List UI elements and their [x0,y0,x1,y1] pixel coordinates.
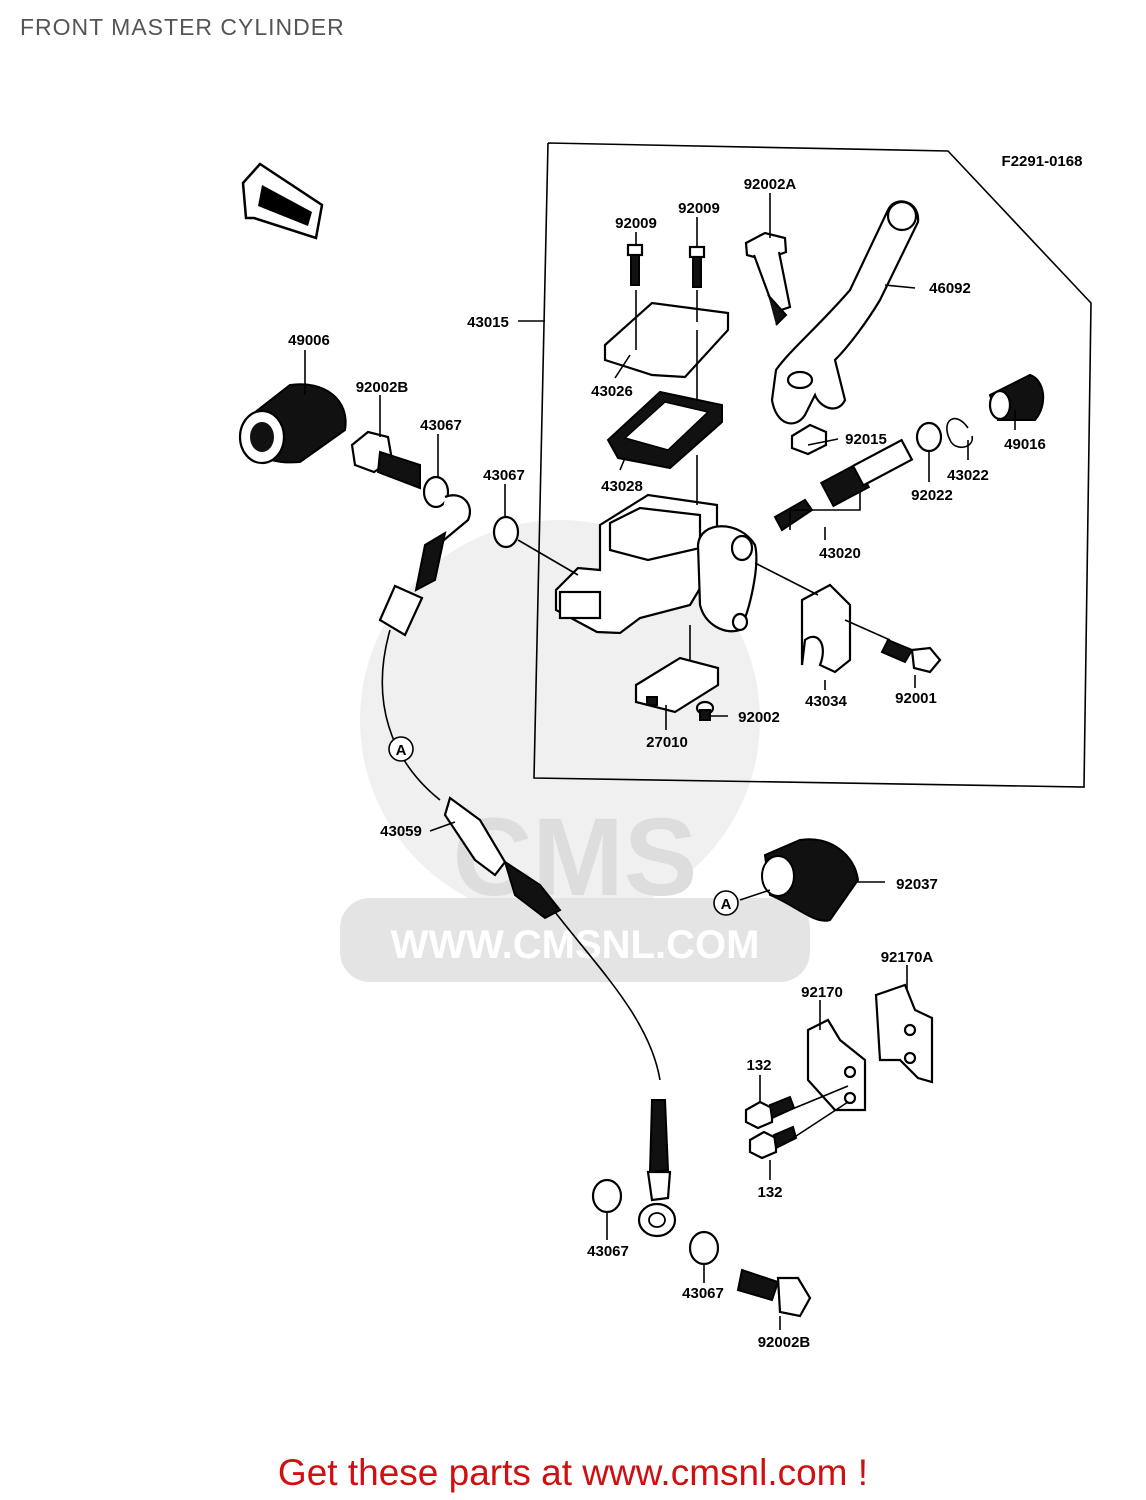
diaphragm [606,390,723,470]
callout-label: 43034 [805,693,847,710]
brake-light-switch [634,656,720,714]
parts-diagram: CMS WWW.CMSNL.COM [238,142,1092,1351]
callout-label: 49006 [288,332,330,349]
callout-label: 43020 [819,545,861,562]
callout-label: 92002B [356,379,409,396]
handlebar-clamp [800,583,852,674]
callout-label: 43059 [380,823,422,840]
callout-label: 43067 [587,1243,629,1260]
hose-clamp-92170A [874,983,934,1084]
callout-label: 132 [746,1057,771,1074]
callout-label: 92170 [801,984,843,1001]
banjo-bolt-bottom [736,1268,812,1318]
banjo-cover [238,383,347,465]
bolt-132-a [744,1095,796,1130]
washer-43067-a [422,475,450,509]
callout-label: 92009 [678,200,720,217]
callout-label: 92015 [845,431,887,448]
callout-label: 43067 [420,417,462,434]
callout-label: 92002B [758,1334,811,1351]
dust-boot [988,373,1045,421]
master-cylinder-body [554,493,758,635]
callout-label: 46092 [929,280,971,297]
callout-label: 43067 [682,1285,724,1302]
washer-43067-d [688,1230,720,1266]
callout-label: 92170A [881,949,934,966]
circlip [946,417,973,448]
callout-label: 92002A [744,176,797,193]
callout-label: 43026 [591,383,633,400]
connector-marker-text: A [721,896,732,913]
hose-guide [761,838,860,922]
washer-43067-b [492,515,520,549]
connector-marker-a-upper: A [388,736,414,762]
piston-assembly [773,438,914,532]
callout-label: 92001 [895,690,937,707]
callout-label: 43067 [483,467,525,484]
callout-label: 92009 [615,215,657,232]
callout-label: 92022 [911,487,953,504]
watermark-url: WWW.CMSNL.COM [391,923,760,967]
callout-label: 27010 [646,734,688,751]
connector-marker-a-lower: A [713,890,739,916]
callout-label: 92002 [738,709,780,726]
pivot-nut [790,423,828,456]
switch-screw [695,700,715,721]
callout-label: 43022 [947,467,989,484]
banjo-bolt-top [350,430,421,490]
diagram-code: F2291-0168 [1002,153,1083,170]
clamp-bolt [880,638,942,674]
callout-label: 43015 [467,314,509,331]
page-title: FRONT MASTER CYLINDER [20,14,345,40]
callout-label: 43028 [601,478,643,495]
cap-screws [626,243,706,288]
bolt-132-b [748,1125,798,1160]
washer-92022 [915,421,943,453]
assembly-boundary [533,142,1092,788]
footer-link[interactable]: Get these parts at www.cmsnl.com ! [277,1452,869,1493]
callout-label: 49016 [1004,436,1046,453]
front-arrow-icon [241,162,324,240]
callout-label: 132 [757,1184,782,1201]
pivot-bolt [744,231,792,326]
brake-hose [378,494,677,1238]
leader-lines [304,193,1016,1330]
washer-43067-c [591,1178,623,1214]
hose-clamp-92170 [806,1018,867,1112]
connector-marker-text: A [396,742,407,759]
callout-label: 92037 [896,876,938,893]
brake-lever [770,200,920,425]
